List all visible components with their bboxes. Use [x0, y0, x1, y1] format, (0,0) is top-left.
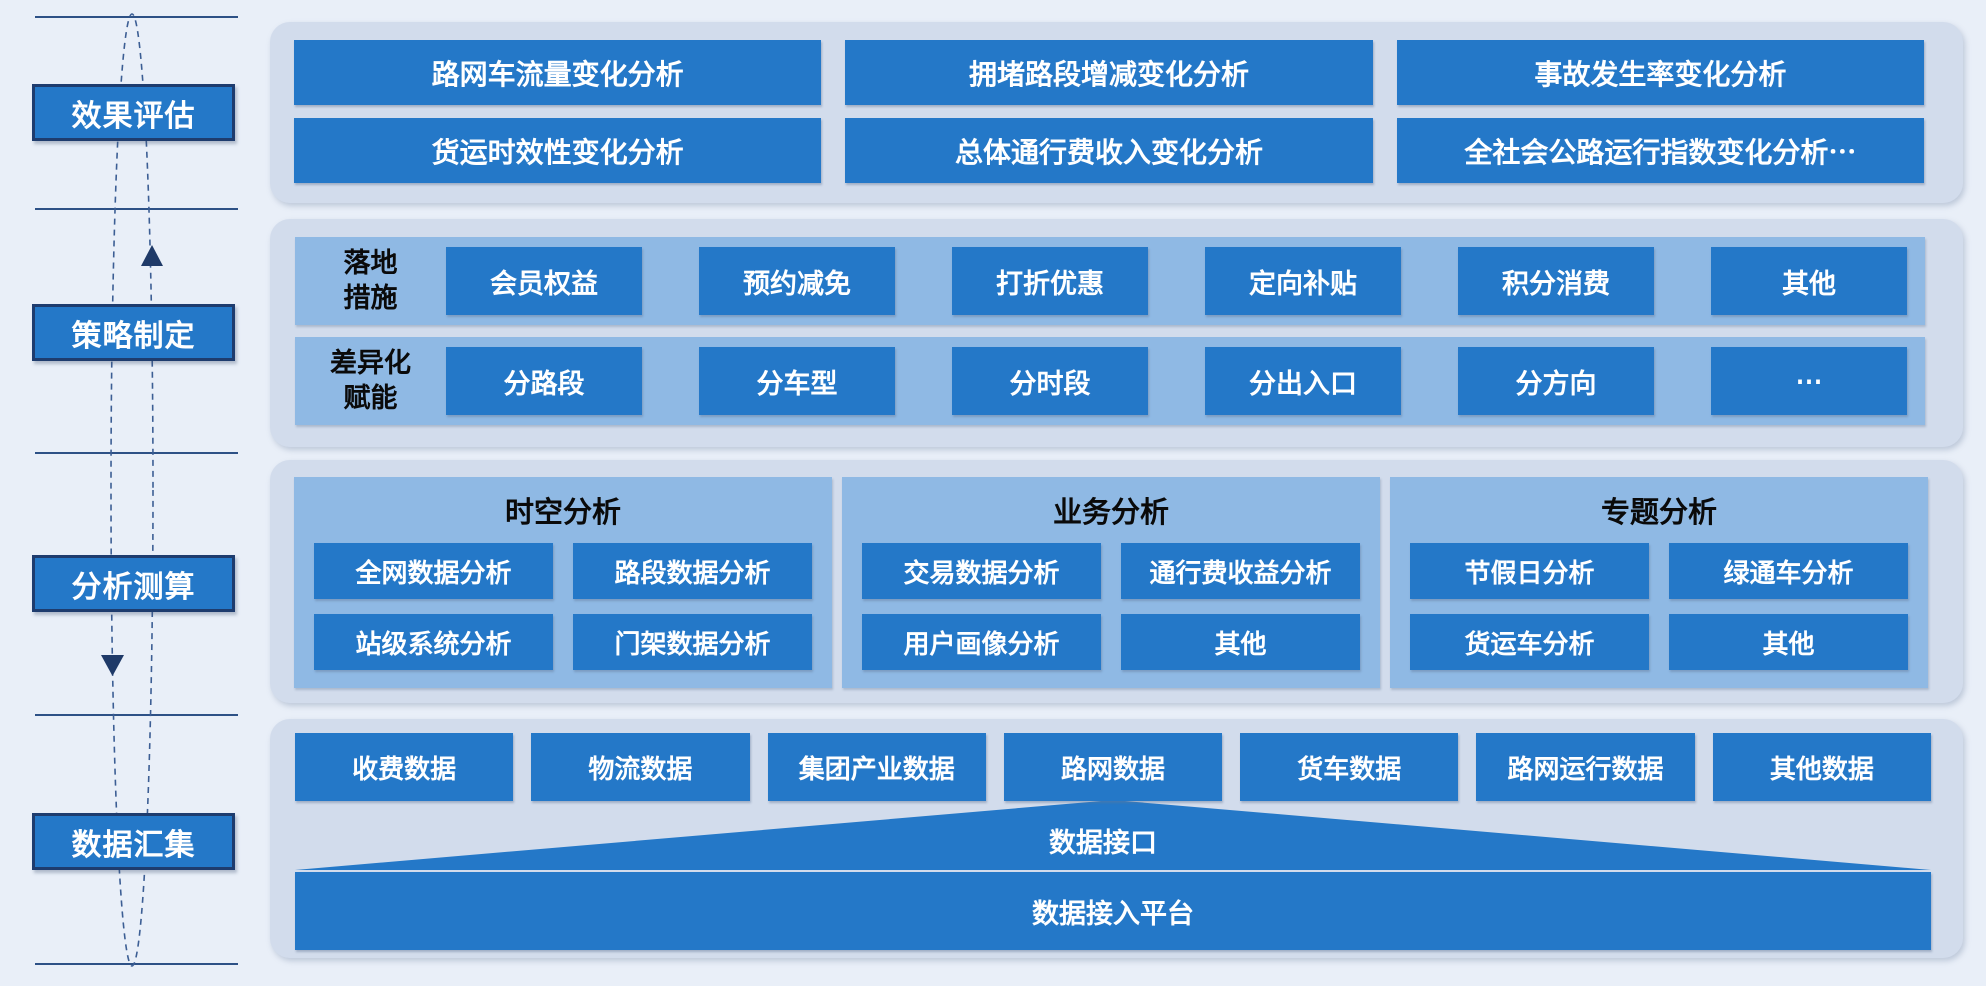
strip-label: 落地 措施 [295, 246, 446, 316]
evaluation-panel: 路网车流量变化分析 拥堵路段增减变化分析 事故发生率变化分析 货运时效性变化分析… [270, 22, 1963, 203]
analysis-box: 交易数据分析 [862, 543, 1101, 599]
data-panel: 收费数据 物流数据 集团产业数据 路网数据 货车数据 路网运行数据 其他数据 数… [270, 719, 1963, 958]
data-source-box: 路网数据 [1003, 733, 1223, 801]
data-source-box: 集团产业数据 [767, 733, 986, 801]
analysis-box: 其他 [1121, 614, 1360, 670]
dimension-box: ⋯ [1711, 347, 1907, 415]
strip-label-line: 赋能 [343, 383, 398, 413]
data-source-box: 其他数据 [1712, 733, 1931, 801]
analysis-box: 节假日分析 [1410, 543, 1649, 599]
group-grid: 节假日分析 绿通车分析 货运车分析 其他 [1390, 543, 1928, 670]
analysis-box: 路段数据分析 [573, 543, 812, 599]
cycle-flow-graphic [35, 13, 238, 967]
stage-label-analysis: 分析测算 [32, 555, 235, 612]
measure-box: 积分消费 [1458, 247, 1654, 315]
data-interface-triangle [295, 800, 1931, 870]
stage-label-data: 数据汇集 [32, 813, 235, 870]
measure-box: 会员权益 [446, 247, 642, 315]
analysis-box: 货运车分析 [1410, 614, 1649, 670]
strip-boxes: 分路段 分车型 分时段 分出入口 分方向 ⋯ [446, 347, 1907, 415]
strip-label-line: 差异化 [330, 347, 411, 378]
measure-box: 定向补贴 [1205, 247, 1401, 315]
measures-strip: 落地 措施 会员权益 预约减免 打折优惠 定向补贴 积分消费 其他 [295, 237, 1925, 325]
data-source-box: 收费数据 [295, 733, 514, 801]
up-arrow-icon [141, 245, 163, 266]
analysis-panel: 时空分析 全网数据分析 路段数据分析 站级系统分析 门架数据分析 业务分析 交易… [270, 460, 1963, 703]
group-title: 业务分析 [1052, 497, 1169, 529]
metric-box: 路网车流量变化分析 [294, 40, 822, 105]
strip-label: 差异化 赋能 [295, 346, 446, 416]
group-title: 时空分析 [504, 497, 621, 529]
cycle-ellipse [110, 13, 154, 967]
measure-box: 打折优惠 [952, 247, 1148, 315]
evaluation-row: 路网车流量变化分析 拥堵路段增减变化分析 事故发生率变化分析 [294, 40, 1924, 105]
metric-box: 事故发生率变化分析 [1396, 40, 1924, 105]
analysis-box: 其他 [1669, 614, 1908, 670]
analysis-box: 绿通车分析 [1669, 543, 1908, 599]
data-source-row: 收费数据 物流数据 集团产业数据 路网数据 货车数据 路网运行数据 其他数据 [295, 733, 1931, 801]
dimension-box: 分时段 [952, 347, 1148, 415]
group-title: 专题分析 [1600, 497, 1717, 529]
differentiation-strip: 差异化 赋能 分路段 分车型 分时段 分出入口 分方向 ⋯ [295, 337, 1925, 425]
analysis-box: 全网数据分析 [314, 543, 553, 599]
analysis-groups: 时空分析 全网数据分析 路段数据分析 站级系统分析 门架数据分析 业务分析 交易… [294, 477, 1928, 688]
analysis-box: 站级系统分析 [314, 614, 553, 670]
strip-boxes: 会员权益 预约减免 打折优惠 定向补贴 积分消费 其他 [446, 247, 1907, 315]
analysis-box: 用户画像分析 [862, 614, 1101, 670]
evaluation-row: 货运时效性变化分析 总体通行费收入变化分析 全社会公路运行指数变化分析⋯ [294, 118, 1924, 183]
data-source-box: 路网运行数据 [1476, 733, 1695, 801]
analysis-group-spatiotemporal: 时空分析 全网数据分析 路段数据分析 站级系统分析 门架数据分析 [294, 477, 832, 688]
dimension-box: 分出入口 [1205, 347, 1401, 415]
strip-label-line: 落地 [343, 247, 398, 278]
metric-box: 总体通行费收入变化分析 [845, 118, 1373, 183]
measure-box: 其他 [1711, 247, 1907, 315]
data-platform-bar: 数据接入平台 [295, 872, 1931, 950]
stage-label-strategy: 策略制定 [32, 304, 235, 361]
data-source-box: 物流数据 [531, 733, 750, 801]
stage-label-evaluation: 效果评估 [32, 84, 235, 141]
analysis-box: 门架数据分析 [573, 614, 812, 670]
dimension-box: 分方向 [1458, 347, 1654, 415]
measure-box: 预约减免 [699, 247, 895, 315]
analysis-group-business: 业务分析 交易数据分析 通行费收益分析 用户画像分析 其他 [842, 477, 1380, 688]
analysis-group-special-topic: 专题分析 节假日分析 绿通车分析 货运车分析 其他 [1390, 477, 1928, 688]
group-grid: 全网数据分析 路段数据分析 站级系统分析 门架数据分析 [294, 543, 832, 670]
group-grid: 交易数据分析 通行费收益分析 用户画像分析 其他 [842, 543, 1380, 670]
evaluation-grid: 路网车流量变化分析 拥堵路段增减变化分析 事故发生率变化分析 货运时效性变化分析… [294, 40, 1924, 183]
dimension-box: 分车型 [699, 347, 895, 415]
strategy-panel: 落地 措施 会员权益 预约减免 打折优惠 定向补贴 积分消费 其他 差异化 赋能… [270, 219, 1963, 447]
dimension-box: 分路段 [446, 347, 642, 415]
data-source-box: 货车数据 [1240, 733, 1459, 801]
analysis-box: 通行费收益分析 [1121, 543, 1360, 599]
strip-label-line: 措施 [343, 283, 398, 313]
metric-box: 货运时效性变化分析 [294, 118, 822, 183]
metric-box: 全社会公路运行指数变化分析⋯ [1396, 118, 1924, 183]
down-arrow-icon [101, 655, 124, 676]
metric-box: 拥堵路段增减变化分析 [845, 40, 1373, 105]
data-interface-label: 数据接口 [1049, 828, 1157, 858]
